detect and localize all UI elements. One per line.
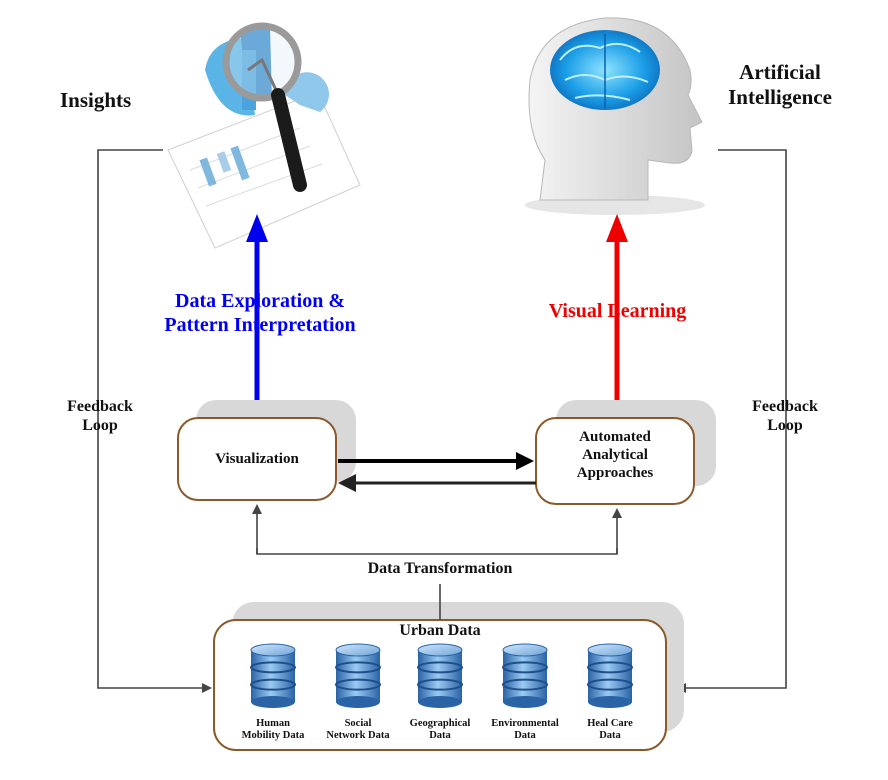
feedback-left-line2: Loop xyxy=(82,416,118,434)
database-label-line2: Mobility Data xyxy=(241,730,305,742)
data-transformation-label: Data Transformation xyxy=(367,560,513,577)
feedback-loop-right-arrow xyxy=(676,149,787,693)
database-label-line1: Geographical xyxy=(409,718,471,729)
database-label-line2: Data xyxy=(599,730,621,742)
auto-to-vis-arrow xyxy=(338,474,536,492)
database-icon xyxy=(587,643,633,708)
vis-to-auto-arrow xyxy=(338,452,534,470)
database-label-line1: Social xyxy=(344,718,372,729)
data-transformation-connector xyxy=(252,504,622,620)
insights-label: Insights xyxy=(60,88,132,112)
ai-label-line2: Intelligence xyxy=(728,84,832,109)
visualization-box xyxy=(177,417,337,501)
database-label-line2: Data xyxy=(429,730,451,742)
database-icon xyxy=(335,643,381,708)
database-label-line1: Heal Care xyxy=(587,718,633,729)
automated-approaches-label: Automated Analytical Approaches xyxy=(536,428,694,482)
feedback-loop-left-label: Feedback Loop xyxy=(45,398,155,436)
data-exploration-label: Data Exploration & Pattern Interpretatio… xyxy=(140,290,380,337)
feedback-loop-right-label: Feedback Loop xyxy=(730,398,840,436)
ai-label-line1: Artificial xyxy=(739,60,821,84)
visual-learning-label: Visual Learning xyxy=(548,300,687,322)
ai-label: Artificial Intelligence xyxy=(700,60,860,110)
urban-data-title: Urban Data xyxy=(399,622,481,639)
visualization-label: Visualization xyxy=(215,451,299,467)
automated-line1: Automated xyxy=(579,429,651,445)
automated-line3: Approaches xyxy=(576,465,654,481)
database-label-line2: Network Data xyxy=(326,730,390,742)
automated-box xyxy=(535,417,695,505)
feedback-left-line1: Feedback xyxy=(67,398,133,415)
database-label-line2: Data xyxy=(514,730,536,742)
database-label-line1: Human xyxy=(256,718,290,729)
database-label-line1: Environmental xyxy=(491,718,559,729)
database-icon xyxy=(417,643,463,708)
data-exploration-line1: Data Exploration & xyxy=(175,290,345,312)
feedback-right-line1: Feedback xyxy=(752,398,818,415)
database-icon xyxy=(250,643,296,708)
insights-illustration-icon xyxy=(167,22,361,249)
ai-head-illustration-icon xyxy=(525,17,705,215)
feedback-loop-left-arrow xyxy=(97,149,212,693)
database-icon xyxy=(502,643,548,708)
feedback-right-line2: Loop xyxy=(767,416,803,434)
red-up-arrow xyxy=(606,214,628,418)
blue-up-arrow xyxy=(246,214,268,420)
automated-line2: Analytical xyxy=(582,447,648,463)
data-exploration-line2: Pattern Interpretation xyxy=(164,313,356,336)
